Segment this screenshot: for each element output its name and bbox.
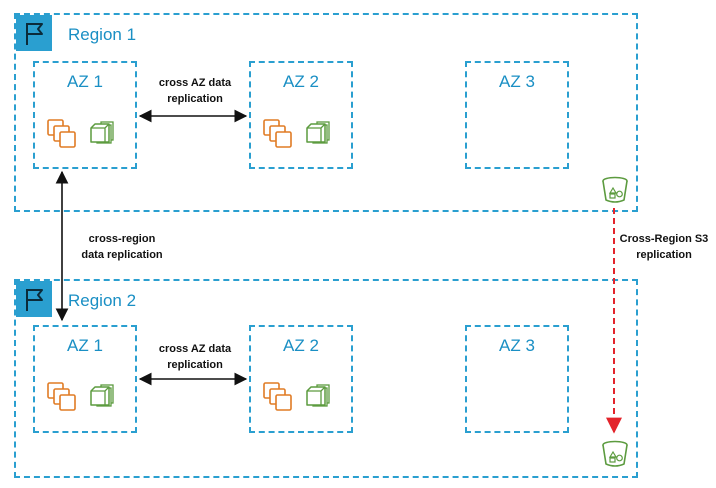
flag-icon	[16, 15, 52, 51]
az-box: AZ 1	[33, 61, 137, 169]
region-1-container: Region 1	[14, 13, 638, 212]
instances-icon	[47, 382, 76, 411]
storage-icon	[306, 384, 330, 407]
cross-region-label: cross-region data replication	[81, 233, 163, 261]
az-box: AZ 3	[465, 61, 569, 169]
cross-az-label: cross AZ data replication	[158, 343, 232, 371]
cross-az-label: cross AZ data replication	[158, 77, 232, 105]
s3-bucket-icon	[602, 176, 628, 203]
region-2-container: Region 2	[14, 279, 638, 478]
flag-icon	[16, 281, 52, 317]
storage-icon	[90, 121, 114, 144]
az-box: AZ 2	[249, 61, 353, 169]
az-label: AZ 3	[499, 336, 535, 355]
instances-icon	[263, 119, 292, 148]
az-box: AZ 2	[249, 325, 353, 433]
s3-replication-label: Cross-Region S3 replication	[619, 233, 709, 261]
az-label: AZ 3	[499, 72, 535, 91]
az-label: AZ 1	[67, 336, 103, 355]
az-label: AZ 2	[283, 336, 319, 355]
az-label: AZ 1	[67, 72, 103, 91]
s3-bucket-icon	[602, 440, 628, 467]
az-box: AZ 3	[465, 325, 569, 433]
region-title: Region 2	[68, 291, 137, 310]
instances-icon	[263, 382, 292, 411]
az-label: AZ 2	[283, 72, 319, 91]
region-title: Region 1	[68, 25, 137, 44]
storage-icon	[306, 121, 330, 144]
storage-icon	[90, 384, 114, 407]
az-box: AZ 1	[33, 325, 137, 433]
instances-icon	[47, 119, 76, 148]
